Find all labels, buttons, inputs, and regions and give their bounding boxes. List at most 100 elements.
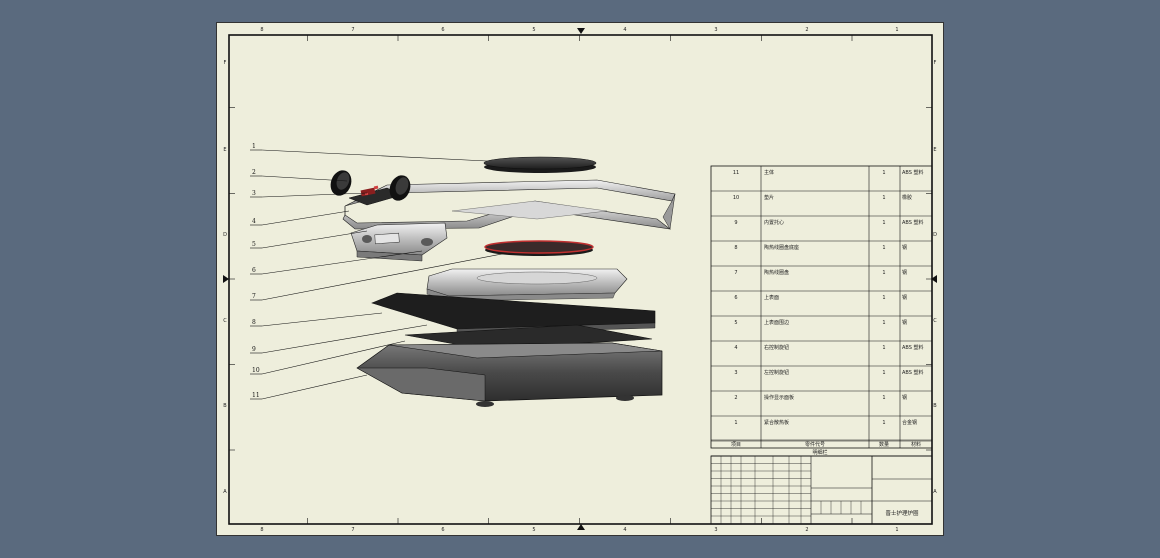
bom-material: ABS 塑料 [902,169,924,176]
leader-line [261,312,383,327]
zone-letter: B [223,403,227,409]
leader-line [261,210,350,226]
center-arrow-right [931,275,937,283]
balloon-number: 2 [252,169,256,176]
bom-material: ABS 塑料 [902,219,924,226]
zone-letter: A [223,489,227,495]
zone-number: 3 [714,27,717,33]
bom-qty: 1 [882,195,885,201]
zone-number: 2 [805,527,808,533]
bom-qty: 1 [882,395,885,401]
bom-material: 钢 [902,269,907,276]
bom-item: 3 [734,370,737,376]
bom-name: 右控制旋钮 [764,344,789,351]
zone-letter: C [223,318,227,324]
bom-material: ABS 塑料 [902,344,924,351]
zone-letter: F [934,60,937,66]
exploded-view [330,156,676,407]
zone-letter: E [933,147,936,153]
bom-item: 10 [733,195,739,201]
bom-item: 7 [734,270,737,276]
zone-number: 8 [260,527,263,533]
leader-line [261,175,348,182]
title-block: 晋士护理炉圈 [710,455,933,525]
bom-item: 4 [734,345,737,351]
bom-name: 上表面围边 [764,319,789,326]
part-6-top-surface [350,222,448,262]
zone-letter: B [933,403,937,409]
bom-qty: 1 [882,320,885,326]
zone-number: 2 [805,27,808,33]
bom-name: 陶热线圈盘底座 [764,244,799,251]
leader-line [261,324,428,354]
center-arrow-left [223,275,229,283]
part-11-main-body [356,342,663,407]
balloon-number: 1 [252,143,256,150]
balloon-number: 5 [252,241,256,248]
part-3-left-knob [330,170,352,196]
leader-line [261,192,368,198]
bom-qty: 1 [882,370,885,376]
bom-header-label: 明细栏 [812,449,827,456]
bom-item: 9 [734,220,737,226]
bom-material: 橡胶 [902,194,912,201]
zone-letter: E [223,147,226,153]
zone-number: 7 [351,527,354,533]
bom-column-header: 材料 [911,441,921,448]
balloon-number: 10 [252,367,260,374]
bom-column-header: 项目 [731,442,741,448]
zone-number: 5 [532,527,535,533]
bom-item: 6 [734,295,737,301]
center-arrow-top [577,28,585,34]
bom-name: 垫片 [764,194,774,201]
bom-item: 2 [734,395,737,401]
leader-line [261,374,368,400]
bom-qty: 1 [882,220,885,226]
bom-item: 5 [734,320,737,326]
leader-line [261,340,406,375]
center-arrow-bottom [577,524,585,530]
bom-qty: 1 [882,345,885,351]
scale-boxes [820,501,862,514]
bom-material: 钢 [902,244,907,251]
part-1-heat-plate [483,156,597,173]
bom-name: 上表面 [764,294,779,301]
zone-number: 6 [441,527,444,533]
zone-number: 8 [260,27,263,33]
balloon-number: 8 [252,319,256,326]
bom-material: 钢 [902,394,907,401]
leader-line [261,230,368,249]
bom-name: 紧合散热板 [764,419,789,426]
balloon-number: 9 [252,346,256,353]
bom-material: ABS 塑料 [902,369,924,376]
zone-letter: C [933,318,937,324]
part-5-top-rim [342,179,676,230]
leader-line [261,149,488,162]
leader-line [261,250,423,275]
bom-material: 合金钢 [902,419,917,426]
bom-name: 陶热线圈盘 [764,269,789,276]
bom-item: 8 [734,245,737,251]
bom-name: 内置托心 [764,219,784,226]
zone-letter: D [223,232,227,238]
bom-column-header: 零件代号 [805,441,825,448]
zone-number: 3 [714,527,717,533]
part-8-coil-base [426,268,628,302]
balloon-number: 4 [252,218,256,225]
bom-qty: 1 [882,420,885,426]
part-2-display-panel [348,185,403,206]
bom-item: 11 [733,170,739,176]
balloon-number: 7 [252,293,256,300]
balloon-number: 3 [252,190,256,197]
zone-number: 4 [623,27,626,33]
zone-number: 6 [441,27,444,33]
bom-name: 主体 [764,169,774,176]
drawing-title: 晋士护理炉圈 [885,509,919,517]
bom-qty: 1 [882,270,885,276]
bom-column-header: 数量 [879,441,889,448]
part-7-coil-plate [484,240,594,256]
